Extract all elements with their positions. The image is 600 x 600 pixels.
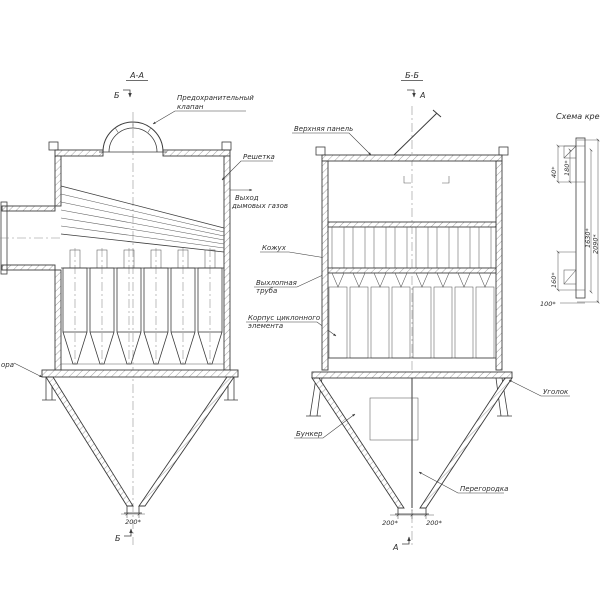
cut-mark-a-bottom-text: А	[392, 543, 398, 552]
dim-1630: 1630*	[584, 227, 592, 248]
cut-mark-a-top-text: А	[419, 91, 425, 100]
leader-angle	[508, 379, 570, 397]
leader-safety-valve	[152, 110, 246, 125]
dim-100: 100*	[540, 300, 556, 308]
leader-partition	[418, 471, 504, 494]
label-top-panel: Верхняя панель	[294, 125, 353, 133]
internals-b	[327, 221, 497, 359]
detail-title: Схема кре	[556, 112, 600, 121]
shell-b	[315, 109, 509, 371]
leader-cyclone-body	[246, 321, 337, 337]
top-panel-opening-marks	[403, 176, 450, 184]
label-support-clipped: ора	[1, 361, 14, 369]
section-a-title: А-А	[129, 71, 144, 80]
label-gas-outlet-line2: дымовых газов	[231, 202, 288, 210]
leader-hopper	[294, 413, 356, 439]
mounting-detail-view: Схема кре 40* 180* 160* 1630*	[540, 112, 600, 308]
hopper-hatch	[369, 397, 419, 441]
lifting-lug-right-b	[498, 146, 509, 156]
dim-160: 160*	[550, 272, 558, 288]
inlet-duct	[0, 201, 60, 275]
leader-grate	[221, 160, 273, 181]
cut-mark-b-bottom: Б	[115, 528, 133, 543]
label-angle: Уголок	[543, 388, 569, 396]
dim-2090: 2090*	[592, 233, 600, 254]
cut-mark-b-top-text: Б	[114, 91, 120, 100]
hopper-b	[306, 371, 513, 515]
cut-mark-b-bottom-text: Б	[115, 534, 121, 543]
dim-outlet-b-right: 200*	[426, 519, 442, 527]
dim-outlet-a: 200*	[125, 518, 141, 526]
cut-mark-a-bottom-arrow	[402, 536, 411, 545]
label-exhaust-pipe-line1: Выхлопная	[256, 279, 297, 287]
cut-mark-a-bottom: А	[392, 536, 411, 552]
leader-support	[13, 362, 43, 378]
lifting-lug-left-b	[315, 146, 326, 156]
dim-180: 180*	[563, 160, 571, 176]
cyclone-bodies-b	[328, 286, 495, 359]
element-inlet-cones	[331, 272, 492, 288]
detail-column	[575, 137, 586, 299]
dimension-outlet-b: 200* 200*	[382, 510, 443, 527]
cyclone-element	[116, 248, 142, 366]
section-a-labels: Предохранительный клапан Решетка Выход д…	[1, 94, 288, 378]
cyclone-element	[62, 248, 88, 366]
label-exhaust-pipe-line2: труба	[256, 287, 277, 295]
label-hopper: Бункер	[296, 430, 323, 438]
leader-top-panel	[292, 132, 372, 156]
dim-40: 40*	[550, 166, 558, 178]
lower-tube-sheet	[327, 267, 497, 274]
lifting-lug-right	[221, 141, 232, 151]
cyclone-element	[143, 248, 169, 366]
cut-mark-b-bottom-arrow	[124, 528, 133, 537]
safety-valve-flap	[393, 109, 442, 156]
dim-outlet-b-left: 200*	[382, 519, 398, 527]
upper-tube-sheet	[327, 221, 497, 228]
cyclone-elements-a	[61, 248, 224, 366]
label-safety-valve-line2: клапан	[177, 103, 204, 111]
cyclone-element	[197, 248, 223, 366]
section-b-labels: Верхняя панель Уголок Бункер Перегородка	[292, 125, 570, 494]
label-casing: Кожух	[262, 244, 287, 252]
hopper-a	[41, 369, 239, 514]
leader-casing	[260, 251, 327, 259]
section-b-view: Б-Б А А	[292, 71, 570, 552]
cut-mark-b-top: Б	[114, 89, 132, 100]
grate-louvers	[60, 185, 225, 253]
label-safety-valve-line1: Предохранительный	[177, 94, 254, 102]
middle-labels: Кожух Выхлопная труба Корпус циклонного …	[246, 244, 339, 337]
cut-mark-a-top: А	[407, 89, 425, 100]
label-cyclone-body-line2: элемента	[248, 322, 283, 330]
detail-dimensions: 40* 180* 160* 1630* 2090* 100*	[540, 138, 600, 308]
label-gas-outlet-line1: Выход	[235, 194, 259, 202]
detail-geometry	[558, 137, 599, 304]
label-cyclone-body-line1: Корпус циклонного	[248, 314, 320, 322]
exhaust-tubes	[331, 226, 492, 269]
cyclone-element	[89, 248, 115, 366]
cut-mark-a-top-arrow	[407, 89, 416, 98]
label-grate: Решетка	[243, 153, 275, 161]
detail-bracket-bottom	[563, 269, 577, 285]
lifting-lug-left	[48, 141, 59, 151]
cut-mark-b-top-arrow	[123, 89, 132, 98]
safety-valve-dome	[99, 121, 167, 153]
label-partition: Перегородка	[460, 485, 508, 493]
cyclone-element	[170, 248, 196, 366]
section-a-view: А-А Б Б	[0, 71, 288, 545]
section-b-title: Б-Б	[405, 71, 419, 80]
dimension-outlet-a: 200*	[121, 508, 145, 526]
